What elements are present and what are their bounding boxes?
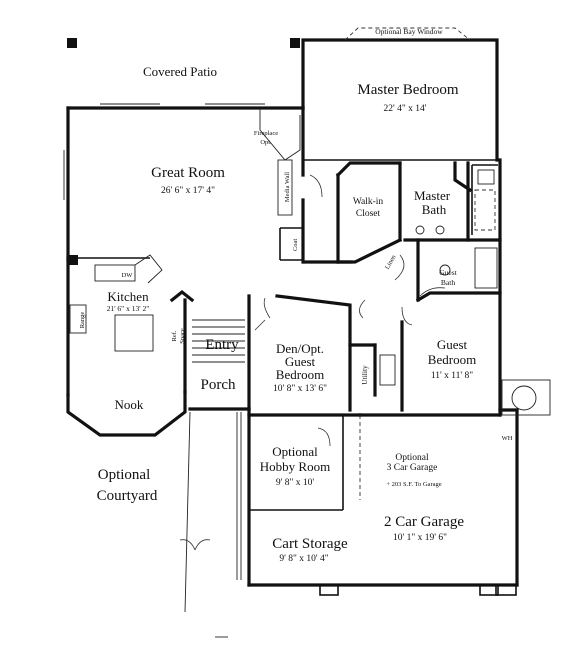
master-bedroom-label: Master Bedroom — [357, 82, 459, 98]
fireplace-label-1: Fireplace — [254, 130, 278, 137]
cart-storage-size: 9' 8" x 10' 4" — [279, 554, 328, 564]
guest-bath-label-2: Bath — [441, 278, 455, 287]
master-bedroom-size: 22' 4" x 14' — [384, 104, 427, 114]
hobby-room-label-1: Optional — [272, 444, 318, 459]
guest-bath-label-1: Guest — [439, 268, 457, 277]
optional-courtyard-label-2: Courtyard — [97, 488, 158, 504]
hobby-room-size: 9' 8" x 10' — [276, 478, 314, 488]
two-car-garage-label: 2 Car Garage — [384, 514, 464, 530]
guest-bedroom-label-2: Bedroom — [428, 352, 476, 367]
den-label-2: Guest — [285, 354, 316, 369]
optional-3car-note: + 203 S.F. To Garage — [386, 481, 441, 488]
dw-label: DW — [122, 272, 134, 279]
optional-3car-label-1: Optional — [395, 453, 429, 463]
den-label-1: Den/Opt. — [276, 341, 324, 356]
linen-label: Linen — [384, 253, 398, 270]
nook-label: Nook — [115, 397, 144, 412]
entry-label: Entry — [205, 337, 239, 353]
master-bath-label-1: Master — [414, 188, 451, 203]
media-wall-label: Media Wall — [284, 172, 291, 202]
optional-courtyard-label-1: Optional — [98, 467, 151, 483]
hobby-room-label-2: Hobby Room — [260, 459, 330, 474]
ref-space-label-2: Space — [179, 328, 186, 344]
interior-walls — [68, 159, 502, 511]
covered-patio-label: Covered Patio — [143, 64, 217, 79]
range-label: Range — [79, 312, 86, 329]
kitchen-label: Kitchen — [107, 289, 149, 304]
fireplace-label-2: Opt. — [260, 139, 272, 146]
guest-bedroom-label-1: Guest — [437, 337, 468, 352]
optional-3car-label-2: 3 Car Garage — [387, 463, 438, 473]
great-room-label: Great Room — [151, 165, 225, 181]
guest-bedroom-size: 11' x 11' 8" — [431, 371, 473, 381]
master-bath-label-2: Bath — [422, 202, 447, 217]
optional-bay-window-label: Optional Bay Window — [375, 27, 443, 36]
den-size: 10' 8" x 13' 6" — [273, 384, 327, 394]
cart-storage-label: Cart Storage — [272, 536, 348, 552]
porch-label: Porch — [201, 377, 236, 393]
kitchen-size: 21' 6" x 13' 2" — [107, 304, 150, 313]
wh-label: WH — [502, 435, 513, 442]
utility-label: Utility — [360, 365, 369, 385]
den-label-3: Bedroom — [276, 367, 324, 382]
fixtures — [63, 103, 551, 638]
walk-in-closet-label-1: Walk-in — [353, 197, 384, 207]
great-room-size: 26' 6" x 17' 4" — [161, 186, 215, 196]
two-car-garage-size: 10' 1" x 19' 6" — [393, 533, 447, 543]
walk-in-closet-label-2: Closet — [356, 209, 381, 219]
coat-label: Coat — [292, 239, 299, 251]
ref-space-label-1: Ref. — [171, 330, 178, 341]
